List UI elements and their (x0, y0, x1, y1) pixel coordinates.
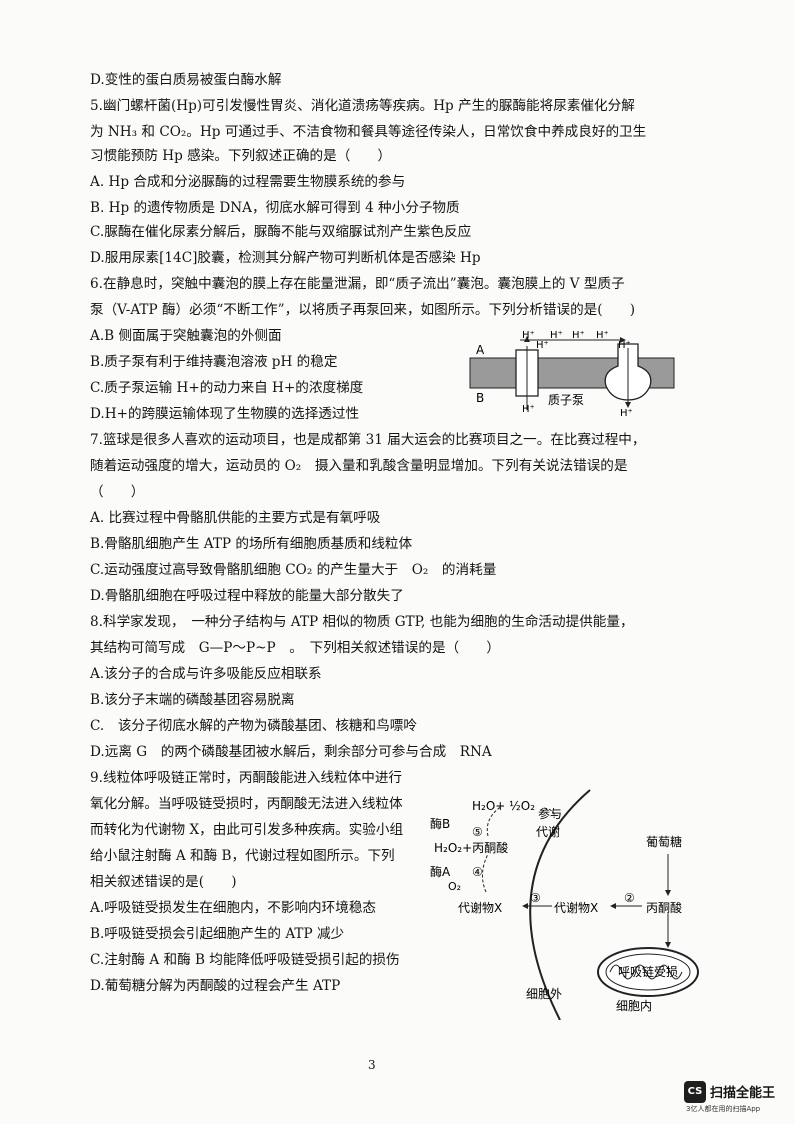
text-line: A. Hp 合成和分泌脲酶的过程需要生物膜系统的参与 (90, 174, 406, 190)
step-5-label: ⑤ (472, 825, 483, 839)
text-line: 7.篮球是很多人喜欢的运动项目，也是成都第 31 届大运会的比赛项目之一。在比赛… (90, 432, 646, 448)
step-3-label: ③ (530, 891, 541, 905)
proton-label: H⁺ (522, 404, 535, 415)
text-line: B.呼吸链受损会引起细胞产生的 ATP 减少 (90, 926, 345, 942)
text-line: 其结构可简写成 G—P～P~P 。 下列相关叙述错误的是（ ） (90, 640, 500, 656)
join-label: 参与 (538, 806, 562, 821)
h2o-o2-label: H₂O+ ½O₂ (472, 799, 535, 813)
text-line: 9.线粒体呼吸链正常时，丙酮酸能进入线粒体中进行 (90, 770, 403, 786)
metabolism-figure: H₂O+ ½O₂ 参与 代谢 酶B ⑤ H₂O₂+丙酮酸 酶A ④ O₂ 代谢物… (430, 789, 699, 1020)
enzyme-a-label: 酶A (430, 864, 451, 879)
text-line: 随着运动强度的增大，运动员的 O₂ 摄入量和乳酸含量明显增加。下列有关说法错误的… (90, 458, 628, 474)
proton-label: H⁺ (522, 330, 535, 341)
enzyme-b-label: 酶B (430, 816, 450, 831)
text-line: 泵（V-ATP 酶）必须“不断工作”，以将质子再泵回来，如图所示。下列分析错误的… (90, 302, 636, 318)
scanner-tagline: 3亿人都在用的扫描App (686, 1105, 761, 1113)
step-2-label: ② (624, 891, 635, 905)
text-line: A.B 侧面属于突触囊泡的外侧面 (90, 328, 282, 344)
text-line: C.运动强度过高导致骨骼肌细胞 CO₂ 的产生量大于 O₂ 的消耗量 (90, 562, 497, 578)
metab-label: 代谢 (536, 824, 560, 839)
text-line: 6.在静息时，突触中囊泡的膜上存在能量泄漏，即“质子流出”囊泡。囊泡膜上的 V … (90, 276, 625, 292)
proton-label: H⁺ (620, 408, 633, 418)
h2o2-pyruvate-label: H₂O₂+丙酮酸 (434, 840, 508, 855)
scanner-name: 扫描全能王 (710, 1086, 776, 1101)
text-line: 为 NH₃ 和 CO₂。Hp 可通过手、不洁食物和餐具等途径传染人，日常饮食中养… (90, 124, 647, 140)
text-line: 5.幽门螺杆菌(Hp)可引发慢性胃炎、消化道溃疡等疾病。Hp 产生的脲酶能将尿素… (90, 98, 635, 114)
text-line: 8.科学家发现， 一种分子结构与 ATP 相似的物质 GTP, 也能为细胞的生命… (90, 614, 634, 630)
text-line: 习惯能预防 Hp 感染。下列叙述正确的是（ ） (90, 148, 392, 164)
text-line: A.呼吸链受损发生在细胞内，不影响内环境稳态 (90, 900, 377, 916)
mitochondrion (597, 947, 699, 997)
text-line: A. 比赛过程中骨骼肌供能的主要方式是有氧呼吸 (90, 510, 381, 526)
text-line: 氧化分解。当呼吸链受损时，丙酮酸无法进入线粒体 (90, 796, 403, 812)
metab-x-inside-label: 代谢物X (554, 900, 598, 915)
text-line: D.服用尿素[14C]胶囊，检测其分解产物可判断机体是否感染 Hp (90, 250, 481, 266)
text-line: D.骨骼肌细胞在呼吸过程中释放的能量大部分散失了 (90, 588, 404, 604)
text-line: B.质子泵有利于维持囊泡溶液 pH 的稳定 (90, 354, 338, 370)
pyruvate-label: 丙酮酸 (646, 900, 682, 915)
text-line: D.变性的蛋白质易被蛋白酶水解 (90, 72, 282, 88)
pump-label: 质子泵 (548, 393, 584, 407)
o2-label: O₂ (448, 880, 461, 893)
proton-label: H⁺ (596, 330, 609, 341)
text-line: B. Hp 的遗传物质是 DNA，彻底水解可得到 4 种小分子物质 (90, 200, 460, 216)
text-line: A.该分子的合成与许多吸能反应相联系 (90, 666, 322, 682)
proton-label: H⁺ (572, 330, 585, 341)
outside-label: 细胞外 (526, 987, 562, 1001)
text-line: D.H+的跨膜运输体现了生物膜的选择透过性 (90, 406, 360, 422)
text-line: 而转化为代谢物 X，由此可引发多种疾病。实验小组 (90, 822, 404, 838)
text-line: D.远离 G 的两个磷酸基团被水解后，剩余部分可参与合成 RNA (90, 744, 492, 760)
side-a-label: A (476, 343, 485, 357)
proton-label: H⁺ (536, 340, 549, 351)
text-line: C. 该分子彻底水解的产物为磷酸基团、核糖和鸟嘌呤 (90, 718, 417, 734)
text-line: B.骨骼肌细胞产生 ATP 的场所有细胞质基质和线粒体 (90, 536, 413, 552)
glucose-label: 葡萄糖 (646, 834, 682, 849)
page-number: 3 (368, 1058, 376, 1072)
text-line: C.质子泵运输 H+的动力来自 H+的浓度梯度 (90, 380, 364, 396)
text-line: B.该分子末端的磷酸基团容易脱离 (90, 692, 295, 708)
text-line: 给小鼠注射酶 A 和酶 B，代谢过程如图所示。下列 (90, 848, 395, 864)
inside-label: 细胞内 (616, 999, 652, 1013)
text-line: D.葡萄糖分解为丙酮酸的过程会产生 ATP (90, 978, 341, 994)
damage-label: 呼吸链受损 (618, 964, 678, 979)
text-line: 相关叙述错误的是( ) (90, 874, 237, 890)
metab-x-outside-label: 代谢物X (458, 900, 502, 915)
text-line: C.脲酶在催化尿素分解后，脲酶不能与双缩脲试剂产生紫色反应 (90, 224, 472, 240)
proton-label: H⁺ (618, 340, 631, 351)
text-line: （ ） (90, 484, 145, 500)
cell-membrane (529, 789, 591, 1020)
step-4-label: ④ (472, 865, 483, 879)
scanner-logo: CS (684, 1081, 706, 1103)
side-b-label: B (476, 391, 484, 405)
text-line: C.注射酶 A 和酶 B 均能降低呼吸链受损引起的损伤 (90, 952, 400, 968)
proton-label: H⁺ (550, 330, 563, 341)
proton-pump-figure: A B H⁺ H⁺ H⁺ H⁺ H⁺ H⁺ H⁺ H⁺ 质子泵 (469, 330, 675, 418)
